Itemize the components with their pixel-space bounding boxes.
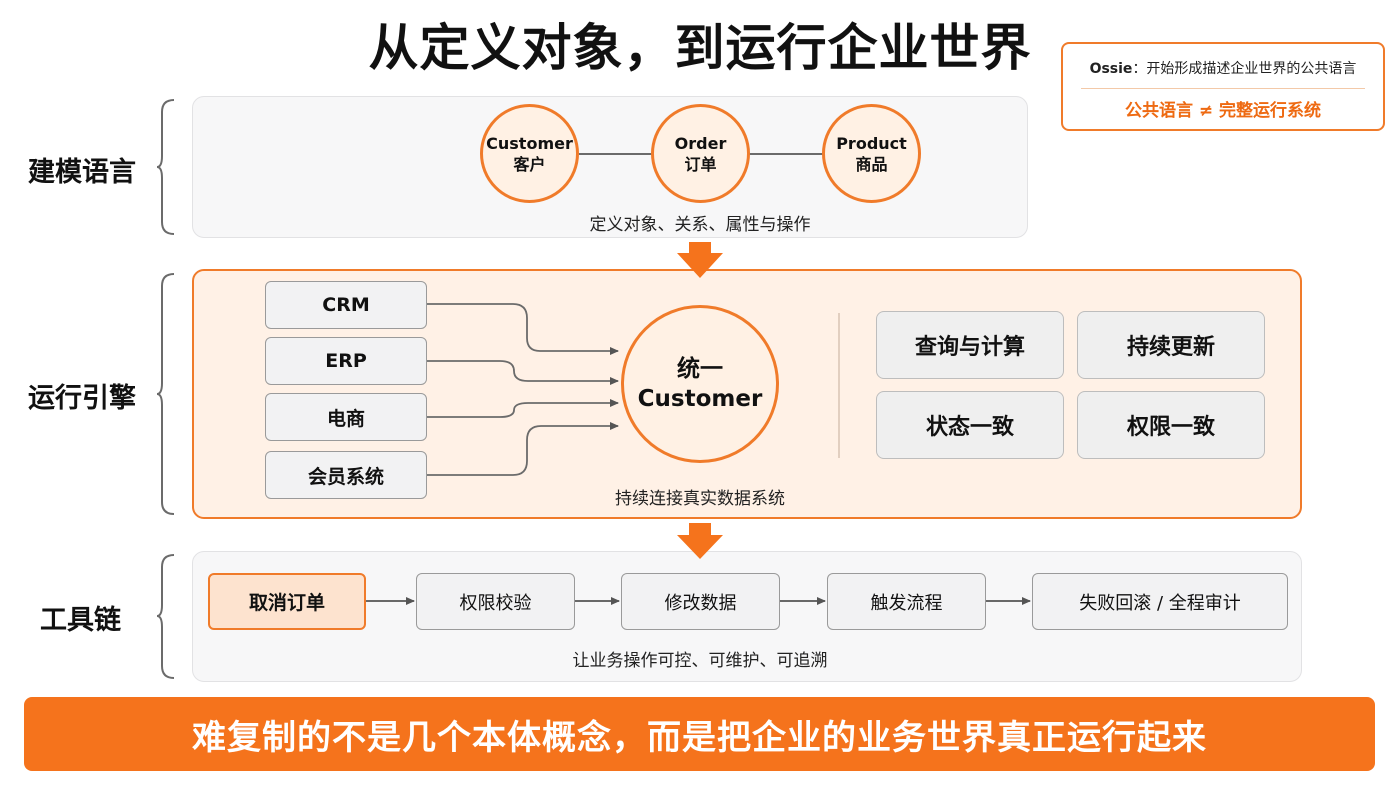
node-customer: Customer 客户	[480, 104, 579, 203]
node-order-en: Order	[674, 133, 727, 153]
page-title: 从定义对象，到运行企业世界	[368, 19, 1032, 77]
node-order-zh: 订单	[684, 154, 717, 174]
note-speaker: Ossie	[1089, 61, 1133, 77]
brace-modeling	[156, 99, 175, 235]
source-ecommerce: 电商	[265, 393, 427, 441]
unified-customer-node: 统一 Customer	[621, 305, 779, 463]
connector-crm	[427, 303, 619, 355]
note-line-2: 公共语言 ≠ 完整运行系统	[1124, 101, 1322, 121]
capability-state-consistency: 状态一致	[876, 391, 1064, 459]
capability-permission-consistency: 权限一致	[1077, 391, 1265, 459]
row-label-toolchain: 工具链	[40, 605, 121, 636]
speaker-note-card: Ossie：开始形成描述企业世界的公共语言 公共语言 ≠ 完整运行系统	[1061, 42, 1385, 131]
capability-query-compute: 查询与计算	[876, 311, 1064, 379]
node-product: Product 商品	[822, 104, 921, 203]
node-customer-en: Customer	[486, 133, 573, 153]
note-divider	[1081, 88, 1365, 89]
unified-customer-line2: Customer	[637, 386, 763, 412]
connector-ecommerce	[427, 399, 619, 418]
note-text: ：开始形成描述企业世界的公共语言	[1132, 61, 1357, 77]
capability-continuous-update: 持续更新	[1077, 311, 1265, 379]
node-product-en: Product	[836, 133, 907, 153]
node-order: Order 订单	[651, 104, 750, 203]
node-customer-zh: 客户	[513, 154, 546, 174]
row-label-engine: 运行引擎	[28, 383, 136, 414]
down-arrow-1	[677, 242, 723, 278]
unified-customer-line1: 统一	[677, 356, 723, 382]
brace-engine	[156, 273, 175, 515]
toolchain-caption: 让业务操作可控、可维护、可追溯	[572, 651, 828, 671]
engine-caption: 持续连接真实数据系统	[615, 489, 785, 509]
source-crm: CRM	[265, 281, 427, 329]
step-permission-check: 权限校验	[416, 573, 575, 630]
down-arrow-2	[677, 523, 723, 559]
brace-toolchain	[156, 554, 175, 679]
connector-membership	[427, 422, 619, 476]
modeling-caption: 定义对象、关系、属性与操作	[589, 215, 811, 235]
step-rollback-audit: 失败回滚 / 全程审计	[1032, 573, 1288, 630]
row-label-modeling: 建模语言	[28, 157, 136, 188]
step-trigger-workflow: 触发流程	[827, 573, 986, 630]
source-erp: ERP	[265, 337, 427, 385]
step-cancel-order: 取消订单	[208, 573, 366, 630]
step-modify-data: 修改数据	[621, 573, 780, 630]
note-line-1: Ossie：开始形成描述企业世界的公共语言	[1063, 58, 1383, 78]
connector-erp	[427, 360, 619, 385]
node-product-zh: 商品	[855, 154, 888, 174]
summary-banner: 难复制的不是几个本体概念，而是把企业的业务世界真正运行起来	[24, 697, 1375, 771]
source-membership: 会员系统	[265, 451, 427, 499]
